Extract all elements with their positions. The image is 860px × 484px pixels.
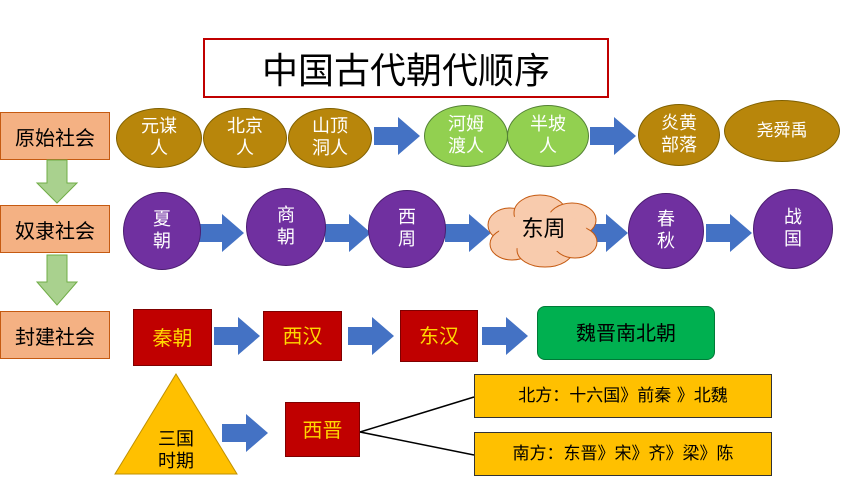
node-label: 夏朝 <box>153 209 171 252</box>
node-wei-jin-southern-northern: 魏晋南北朝 <box>537 306 715 360</box>
down-arrow-slave-to-feudal <box>35 254 79 306</box>
right-arrow-row3-b <box>348 317 394 355</box>
node-hemudu-man: 河姆渡人 <box>424 105 508 167</box>
three-kingdoms-triangle <box>114 373 238 475</box>
node-label: 商朝 <box>277 205 295 248</box>
node-shang-dynasty: 商朝 <box>246 188 326 266</box>
node-xia-dynasty: 夏朝 <box>123 192 201 270</box>
node-label: 三国时期 <box>158 429 194 472</box>
node-banpo-man: 半坡人 <box>507 105 589 167</box>
node-label: 河姆渡人 <box>448 114 484 157</box>
node-qin-dynasty: 秦朝 <box>133 309 212 366</box>
node-northern-branch: 北方：十六国》前秦 》北魏 <box>474 374 772 418</box>
diagram-title: 中国古代朝代顺序 <box>203 38 609 98</box>
era-slave-society: 奴隶社会 <box>0 205 110 253</box>
node-label: 西周 <box>398 207 416 250</box>
node-label: 元谋人 <box>141 116 177 159</box>
eastern-zhou-cloud <box>487 194 598 268</box>
right-arrow-to-western-jin <box>222 414 268 452</box>
node-label: 炎黄部落 <box>661 113 697 156</box>
node-peking-man: 北京人 <box>203 108 287 168</box>
right-arrow-row2-e <box>706 214 752 252</box>
right-arrow-row3-a <box>214 317 260 355</box>
node-western-jin: 西晋 <box>285 402 360 457</box>
node-yan-huang-tribes: 炎黄部落 <box>638 104 720 166</box>
right-arrow-row2-c <box>445 214 491 252</box>
node-western-zhou: 西周 <box>368 190 446 268</box>
right-arrow-row1-a <box>374 117 420 155</box>
down-arrow-primitive-to-slave <box>35 159 79 204</box>
node-label: 半坡人 <box>530 114 566 157</box>
node-warring-states: 战国 <box>753 189 833 269</box>
node-upper-cave-man: 山顶洞人 <box>288 108 372 168</box>
node-western-han: 西汉 <box>263 311 342 361</box>
node-label: 北京人 <box>227 116 263 159</box>
node-yao-shun-yu: 尧舜禹 <box>724 100 840 162</box>
right-arrow-row2-d <box>582 214 628 252</box>
node-label: 战国 <box>784 207 802 250</box>
right-arrow-row2-a <box>198 214 244 252</box>
node-spring-autumn: 春秋 <box>628 193 704 269</box>
era-primitive-society: 原始社会 <box>0 112 110 160</box>
right-arrow-row2-b <box>325 214 371 252</box>
node-three-kingdoms: 三国时期 <box>146 428 206 474</box>
node-label: 山顶洞人 <box>312 116 348 159</box>
right-arrow-row1-b <box>590 117 636 155</box>
node-yuanmou-man: 元谋人 <box>116 108 202 168</box>
node-label: 春秋 <box>657 209 675 252</box>
branch-line-south <box>359 431 475 456</box>
branch-line-north <box>359 396 475 433</box>
era-feudal-society: 封建社会 <box>0 311 110 359</box>
node-eastern-han: 东汉 <box>400 310 478 362</box>
node-eastern-zhou: 东周 <box>521 216 566 242</box>
node-southern-branch: 南方：东晋》宋》齐》梁》陈 <box>474 432 772 476</box>
right-arrow-row3-c <box>482 317 528 355</box>
